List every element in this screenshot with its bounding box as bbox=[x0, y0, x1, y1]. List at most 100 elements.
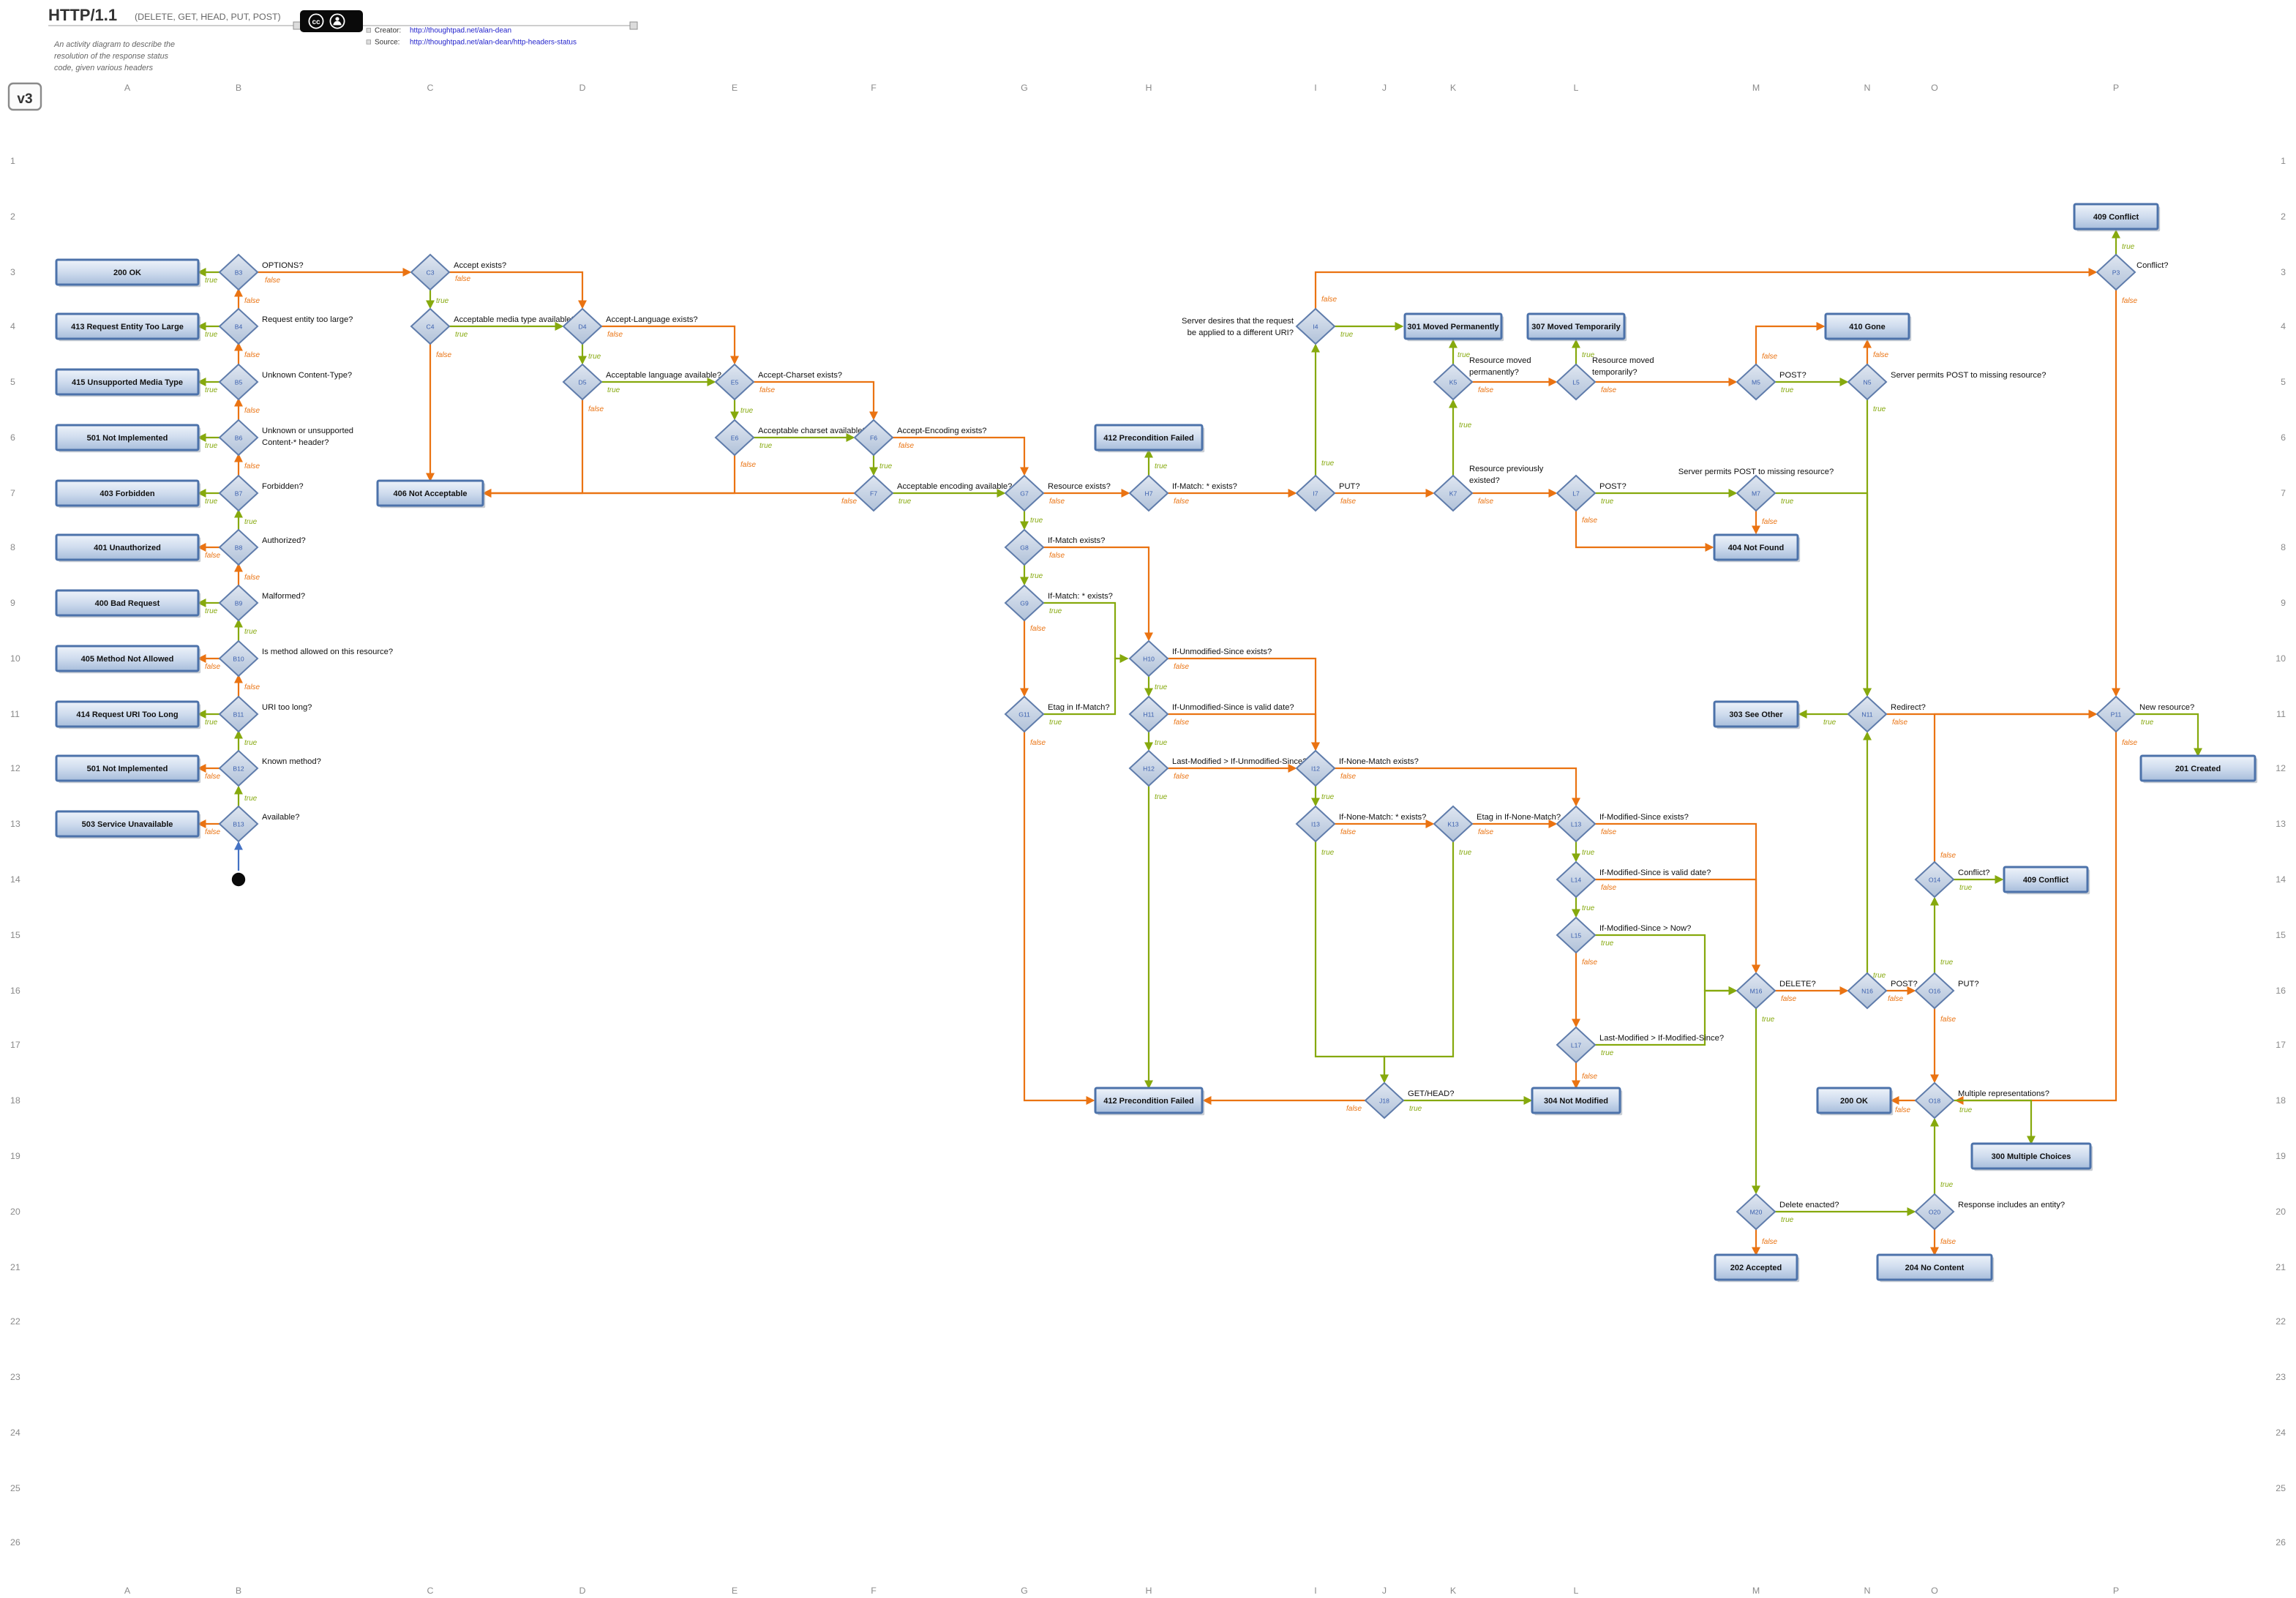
edge-branch-label: true bbox=[607, 386, 620, 394]
grid-row-label-left: 26 bbox=[10, 1537, 20, 1548]
edge-branch-label: true bbox=[1959, 884, 1973, 892]
decision-id: G9 bbox=[1020, 599, 1029, 607]
edge-branch-label: false bbox=[205, 552, 221, 560]
decision-question: Accept-Charset exists? bbox=[758, 371, 842, 380]
status-label: 406 Not Acceptable bbox=[393, 489, 467, 498]
grid-row-label-right: 14 bbox=[2276, 874, 2286, 885]
edge-branch-label: false bbox=[1892, 719, 1908, 727]
grid-column-label-top: C bbox=[427, 83, 434, 93]
edge-branch-label: false bbox=[1346, 1105, 1362, 1113]
decision-question: Last-Modified > If-Modified-Since? bbox=[1599, 1034, 1724, 1043]
edge-branch-label: true bbox=[205, 442, 218, 450]
status-401-unauthorized: 401 Unauthorized bbox=[55, 533, 201, 563]
grid-column-label-bottom: P bbox=[2113, 1586, 2119, 1596]
status-403-forbidden: 403 Forbidden bbox=[55, 479, 201, 509]
decision-diamond bbox=[1128, 639, 1169, 678]
edge-branch-label: false bbox=[1340, 498, 1357, 506]
grid-column-label-top: N bbox=[1864, 83, 1871, 93]
status-label: 409 Conflict bbox=[2093, 213, 2139, 222]
edge-branch-label: false bbox=[2122, 739, 2138, 747]
decision-id: K7 bbox=[1449, 489, 1457, 497]
edge-branch-label: true bbox=[1601, 939, 1614, 948]
status-label: 202 Accepted bbox=[1730, 1264, 1782, 1272]
decision-question: Last-Modified > If-Unmodified-Since? bbox=[1172, 757, 1307, 766]
flow-edge bbox=[1595, 878, 1761, 974]
edge-branch-label: false bbox=[1174, 773, 1190, 781]
decision-diamond bbox=[1433, 363, 1474, 401]
edge-branch-label: false bbox=[759, 386, 776, 394]
creator-link[interactable]: http://thoughtpad.net/alan-dean bbox=[410, 27, 511, 35]
grid-row-label-left: 20 bbox=[10, 1207, 20, 1217]
status-box bbox=[2003, 866, 2089, 893]
flow-edge bbox=[1575, 511, 1714, 552]
grid-column-label-top: E bbox=[732, 83, 738, 93]
decision-diamond bbox=[1128, 474, 1169, 512]
decision-id: P3 bbox=[2112, 269, 2120, 276]
methods-subtitle: (DELETE, GET, HEAD, PUT, POST) bbox=[135, 12, 281, 22]
decision-diamond bbox=[218, 307, 259, 345]
decision-diamond bbox=[1847, 363, 1888, 401]
decision-diamond bbox=[1736, 1193, 1777, 1231]
edge-branch-label: false bbox=[244, 407, 260, 415]
decision-question: If-Match: * exists? bbox=[1172, 482, 1237, 491]
decision-diamond bbox=[218, 639, 259, 678]
grid-row-label-right: 18 bbox=[2276, 1095, 2286, 1106]
edge-branch-label: false bbox=[265, 277, 281, 285]
decision-id: K13 bbox=[1447, 820, 1459, 828]
edge-branch-label: false bbox=[244, 574, 260, 582]
edge-branch-label: false bbox=[1582, 517, 1598, 525]
grid-row-label-left: 5 bbox=[10, 377, 15, 387]
decision-question: be applied to a different URI? bbox=[1188, 329, 1294, 337]
grid-column-label-top: K bbox=[1450, 83, 1457, 93]
decision-question: Available? bbox=[262, 813, 299, 822]
status-box bbox=[55, 479, 200, 507]
grid-row-label-right: 10 bbox=[2276, 653, 2286, 664]
status-label: 414 Request URI Too Long bbox=[76, 710, 178, 719]
edge-branch-label: true bbox=[1601, 1049, 1614, 1057]
grid-column-label-top: D bbox=[579, 83, 586, 93]
edge-branch-label: false bbox=[1478, 498, 1494, 506]
grid-row-label-left: 12 bbox=[10, 763, 20, 773]
edge-branch-label: false bbox=[244, 462, 260, 470]
flow-edge bbox=[2135, 713, 2203, 757]
decision-id: G11 bbox=[1018, 710, 1030, 718]
grid-row-label-left: 2 bbox=[10, 211, 15, 222]
decision-diamond bbox=[218, 749, 259, 787]
decision-question: If-Match exists? bbox=[1048, 536, 1105, 545]
status-501-not-implemented: 501 Not Implemented bbox=[55, 754, 201, 784]
flow-edge bbox=[449, 271, 588, 310]
grid-column-label-top: M bbox=[1752, 83, 1760, 93]
grid-row-label-left: 18 bbox=[10, 1095, 20, 1106]
edge-branch-label: true bbox=[244, 795, 258, 803]
status-label: 307 Moved Temporarily bbox=[1531, 323, 1621, 331]
grid-row-label-right: 20 bbox=[2276, 1207, 2286, 1217]
status-box bbox=[2073, 203, 2159, 230]
decision-question: Request entity too large? bbox=[262, 315, 353, 324]
decision-diamond bbox=[1556, 1026, 1597, 1064]
status-label: 405 Method Not Allowed bbox=[81, 655, 174, 664]
grid-row-label-left: 25 bbox=[10, 1483, 20, 1493]
status-label: 300 Multiple Choices bbox=[1992, 1152, 2071, 1161]
decision-question: PUT? bbox=[1339, 482, 1360, 491]
status-202-accepted: 202 Accepted bbox=[1714, 1253, 1800, 1283]
decision-id: O16 bbox=[1929, 987, 1940, 994]
edge-branch-label: false bbox=[1321, 296, 1338, 304]
edge-branch-label: false bbox=[205, 828, 221, 836]
edge-branch-label: true bbox=[1781, 386, 1794, 394]
status-label: 403 Forbidden bbox=[100, 489, 154, 498]
source-link[interactable]: http://thoughtpad.net/alan-dean/http-hea… bbox=[410, 39, 577, 47]
edge-branch-label: false bbox=[2122, 297, 2138, 305]
status-box bbox=[55, 424, 200, 451]
edge-branch-label: true bbox=[1762, 1016, 1775, 1024]
grid-column-label-bottom: M bbox=[1752, 1586, 1760, 1596]
grid-row-label-right: 13 bbox=[2276, 819, 2286, 829]
